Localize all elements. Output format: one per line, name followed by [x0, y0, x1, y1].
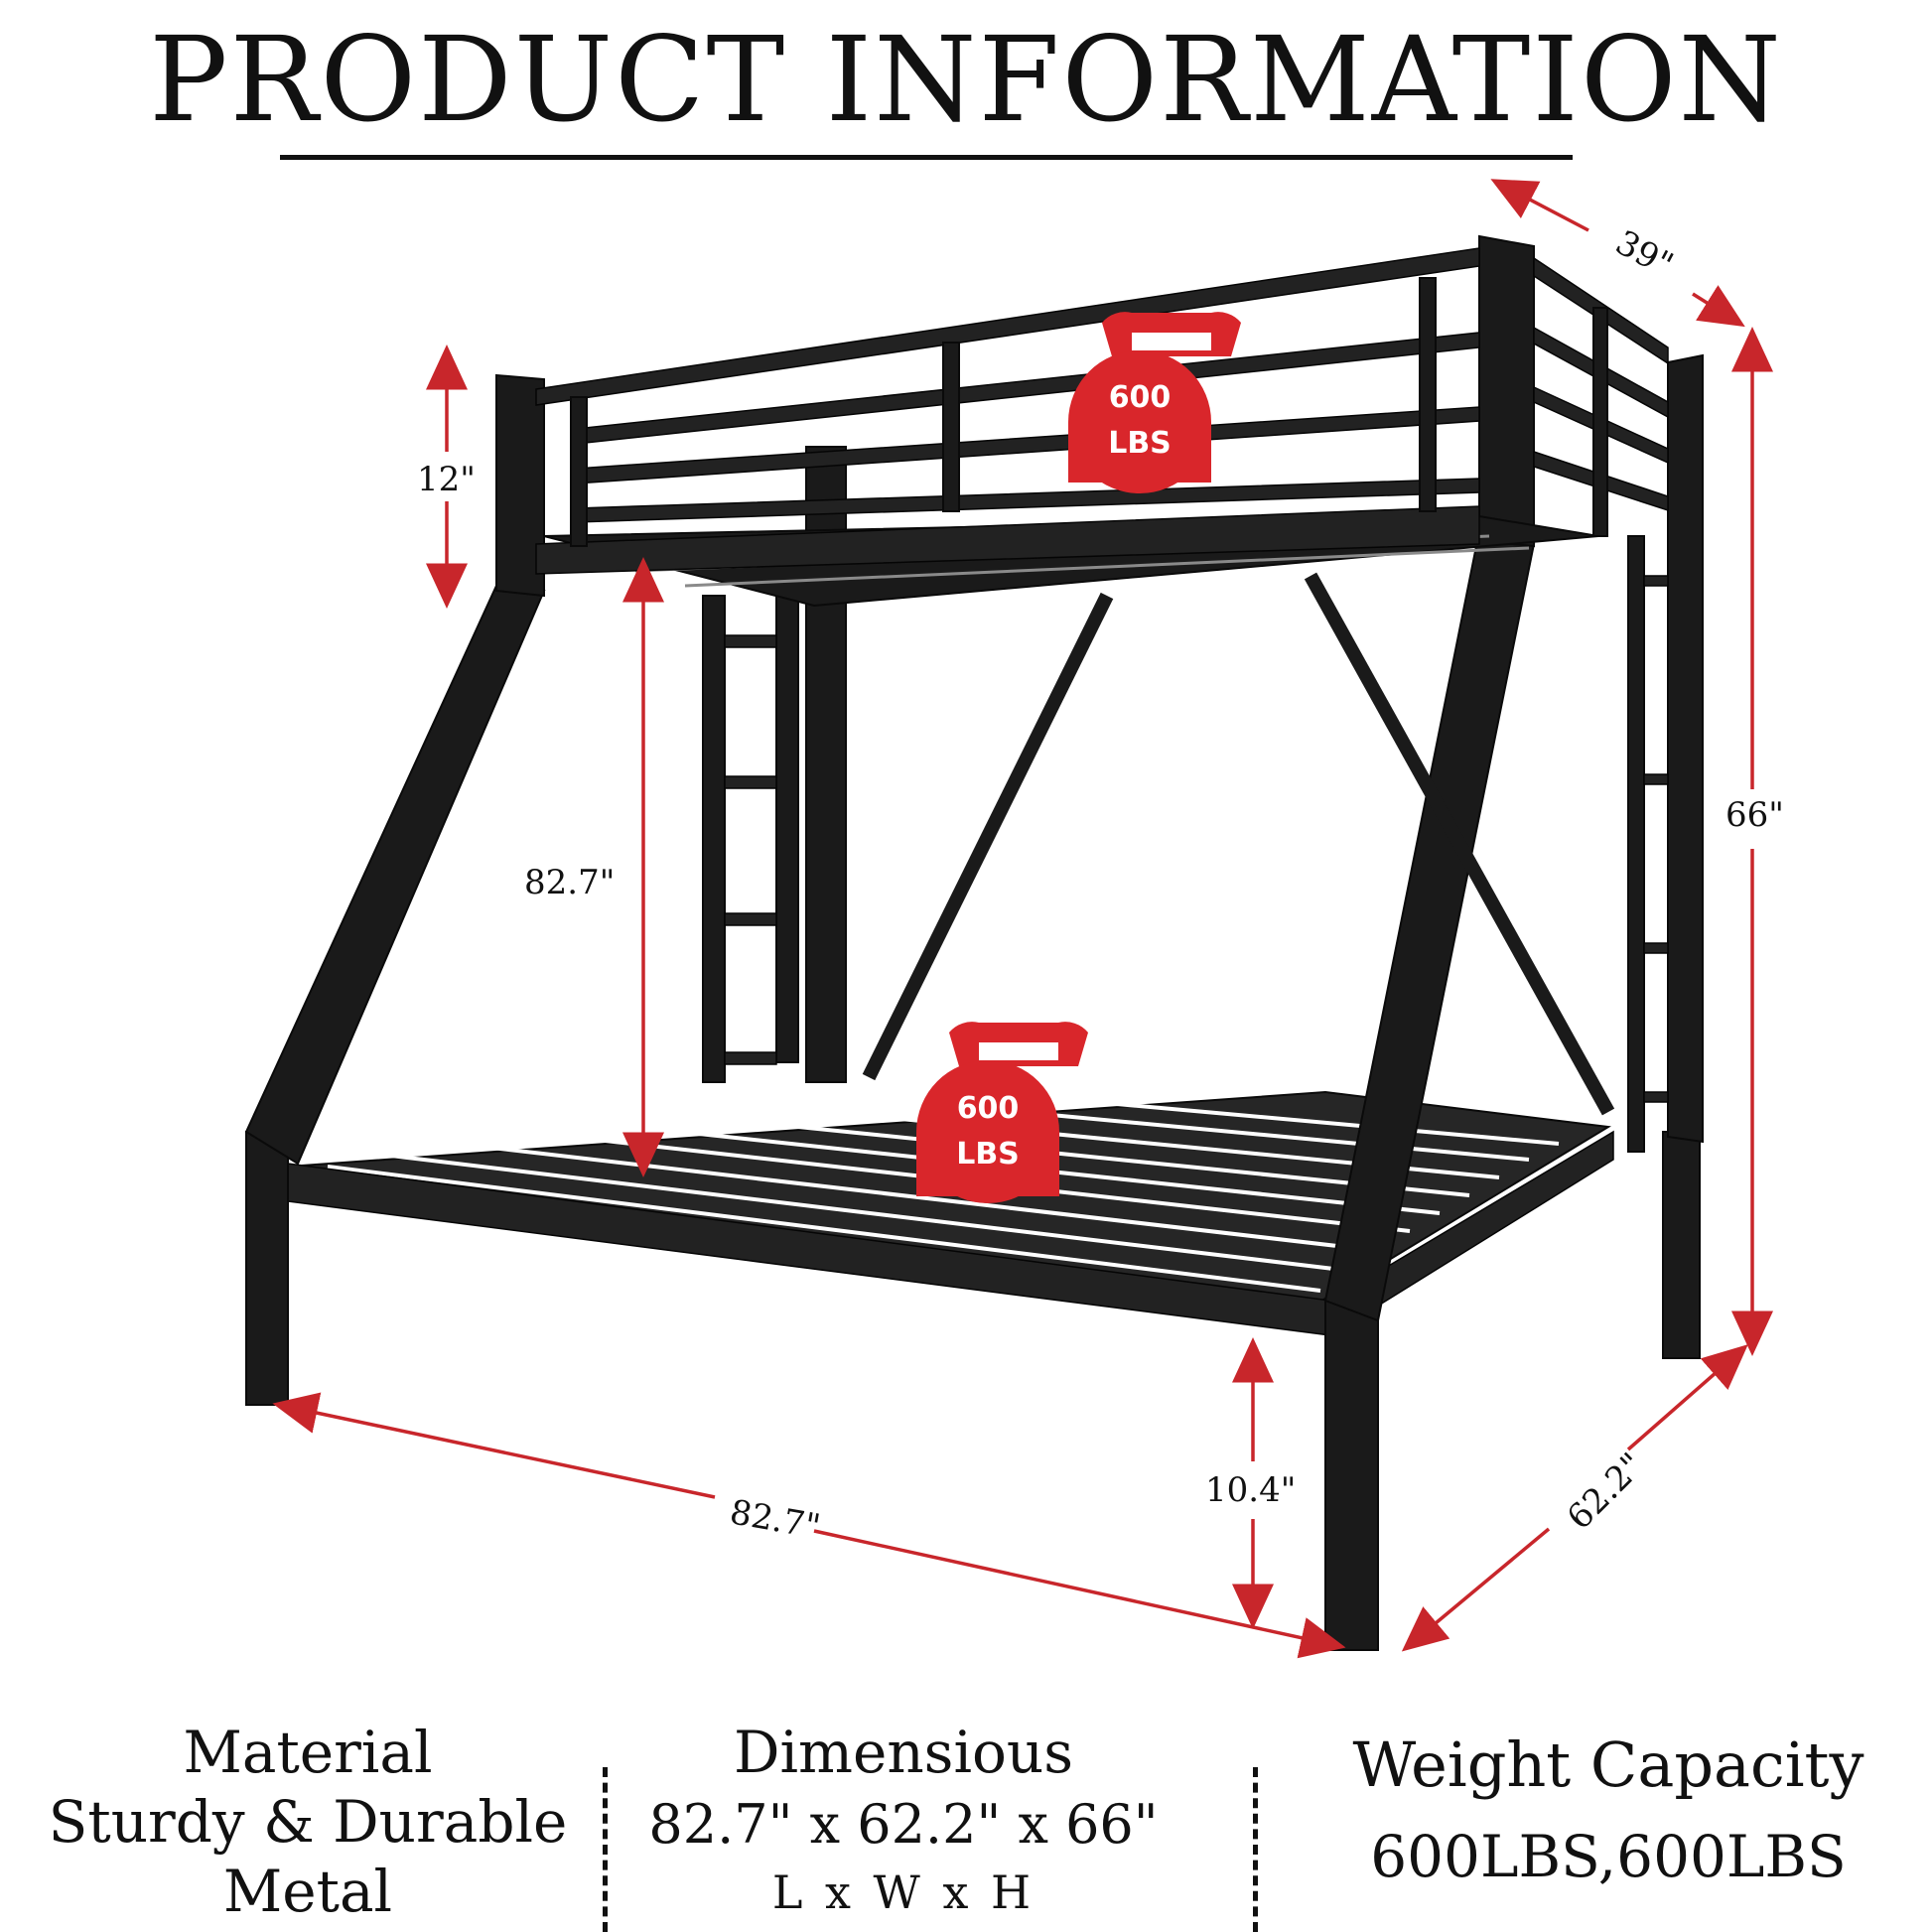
info-dimensions-sub: L x W x H [771, 1865, 1035, 1919]
weight-badge-bottom-value: 600 [957, 1091, 1020, 1126]
weight-badge-bottom: 600 LBS [916, 1022, 1088, 1203]
info-material-line2: Metal [222, 1858, 393, 1925]
info-material: Material Sturdy & Durable Metal [40, 1718, 576, 1926]
weight-badge-top-unit: LBS [1108, 426, 1172, 461]
top-bunk [535, 247, 1669, 608]
weight-badge-top: 600 LBS [1068, 312, 1241, 493]
dim-clearance: 10.4" [1205, 1470, 1296, 1510]
info-material-line1: Sturdy & Durable [48, 1788, 568, 1856]
info-dimensions: Dimensious 82.7" x 62.2" x 66" L x W x H [625, 1718, 1181, 1922]
dim-total-height: 66" [1725, 795, 1784, 835]
side-ladder [1627, 535, 1669, 1153]
info-capacity-value: 600LBS,600LBS [1370, 1823, 1847, 1890]
dim-width: 62.2" [1560, 1446, 1652, 1538]
weight-badge-bottom-unit: LBS [956, 1137, 1020, 1172]
info-divider-left [603, 1767, 608, 1932]
frame-legs [244, 234, 1704, 1651]
dimension-annotations: 39" 12" 66" 82.7" 82.7" 62.2" 10.4" [272, 179, 1784, 1659]
page-title: PRODUCT INFORMATION [149, 11, 1783, 148]
top-front-rail [535, 505, 1480, 575]
weight-badge-top-value: 600 [1109, 380, 1172, 415]
dim-rail-height: 12" [417, 460, 476, 499]
dim-bunk-gap: 82.7" [524, 863, 615, 902]
info-dimensions-heading: Dimensious [733, 1719, 1074, 1786]
dim-top-width: 39" [1609, 222, 1680, 285]
info-capacity: Weight Capacity 600LBS,600LBS [1320, 1725, 1896, 1898]
info-capacity-heading: Weight Capacity [1352, 1728, 1864, 1801]
info-divider-right [1253, 1767, 1258, 1932]
title-underline [280, 155, 1573, 160]
cross-braces [862, 572, 1615, 1116]
info-dimensions-value: 82.7" x 62.2" x 66" [648, 1793, 1159, 1856]
dim-length: 82.7" [727, 1492, 823, 1547]
info-material-heading: Material [183, 1719, 433, 1786]
